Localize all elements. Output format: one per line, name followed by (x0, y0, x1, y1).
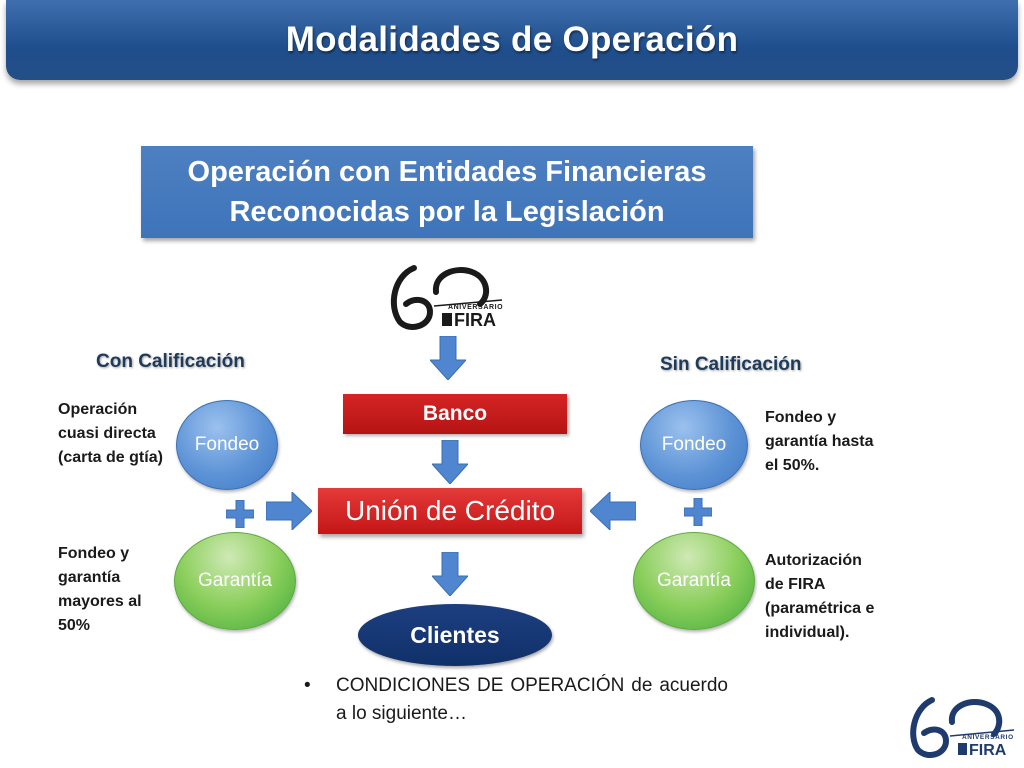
left-header: Con Calificación (96, 351, 245, 372)
arrow-right-to-union-icon (266, 492, 312, 530)
corner-logo-brand-text: FIRA (969, 742, 1007, 759)
subtitle-line-2: Reconocidas por la Legislación (229, 196, 665, 228)
left-fondeo-label: Fondeo (194, 434, 260, 455)
arrow-down-union-to-clientes-icon (432, 552, 468, 596)
clientes-ellipse: Clientes (358, 604, 552, 666)
left-note-bottom: Fondeo y garantía mayores al 50% (58, 545, 142, 634)
conditions-text: CONDICIONES DE OPERACIÓN de acuerdo a lo… (336, 675, 728, 724)
arrow-down-banco-to-union-icon (432, 440, 468, 484)
union-de-credito-label: Unión de Crédito (344, 495, 556, 526)
corner-logo-aniversario-text: ANIVERSARIO (962, 734, 1014, 741)
logo-emblem-icon (442, 313, 452, 326)
arrow-down-logo-to-banco-icon (430, 336, 466, 380)
right-fondeo-label: Fondeo (661, 434, 727, 455)
left-garantia-label: Garantía (198, 570, 272, 591)
right-header: Sin Calificación (660, 354, 802, 375)
page-title: Modalidades de Operación (285, 20, 739, 59)
right-garantia-circle: Garantía (633, 532, 755, 630)
arrow-left-to-union-icon (590, 492, 636, 530)
right-note-top: Fondeo y garantía hasta el 50%. (765, 409, 874, 474)
left-plus-icon (226, 500, 254, 528)
left-fondeo-circle: Fondeo (176, 400, 278, 490)
left-note-top: Operación cuasi directa (carta de gtía) (58, 401, 163, 466)
banco-box: Banco (343, 394, 567, 434)
fira-logo-corner: ANIVERSARIO FIRA (910, 697, 1015, 759)
bullet-dot-icon: • (304, 675, 311, 696)
right-note-bottom: Autorización de FIRA (paramétrica e indi… (765, 552, 875, 641)
clientes-label: Clientes (410, 621, 500, 648)
right-plus-icon (684, 498, 712, 526)
subtitle-line-1: Operación con Entidades Financieras (187, 156, 707, 188)
logo-aniversario-text: ANIVERSARIO (448, 304, 503, 311)
union-de-credito-box: Unión de Crédito (318, 488, 582, 534)
logo-brand-text: FIRA (454, 310, 496, 330)
right-fondeo-circle: Fondeo (640, 400, 748, 490)
left-garantia-circle: Garantía (174, 532, 296, 630)
corner-logo-emblem-icon (958, 743, 967, 755)
right-garantia-label: Garantía (657, 570, 731, 591)
title-banner: Modalidades de Operación (6, 0, 1018, 80)
banco-label: Banco (422, 402, 488, 425)
subtitle-box: Operación con Entidades Financieras Reco… (141, 146, 753, 238)
fira-logo-center: ANIVERSARIO FIRA (390, 265, 503, 330)
conditions-bullet: • CONDICIONES DE OPERACIÓN de acuerdo a … (304, 672, 728, 728)
